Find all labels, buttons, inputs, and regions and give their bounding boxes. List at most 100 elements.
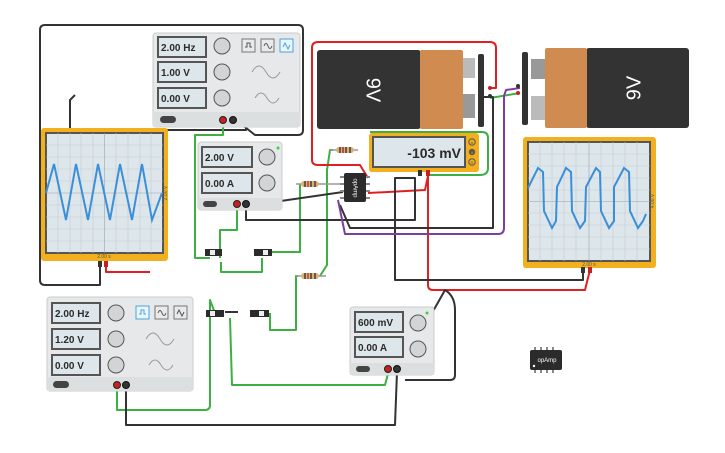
wire-green[interactable] bbox=[220, 258, 263, 273]
wire-green[interactable] bbox=[370, 131, 489, 176]
battery-2[interactable]: 9V bbox=[516, 48, 689, 128]
multimeter[interactable]: -103 mV A V R bbox=[369, 133, 479, 176]
current-knob[interactable] bbox=[258, 174, 276, 192]
function-generator-2[interactable]: 2.00 Hz 1.20 V 0.00 V bbox=[46, 296, 194, 392]
battery-negative-terminal[interactable] bbox=[516, 84, 520, 88]
power-toggle[interactable] bbox=[160, 116, 176, 123]
mode-voltmeter[interactable] bbox=[468, 148, 476, 156]
power-supply-2[interactable]: 600 mV 0.00 A bbox=[349, 306, 435, 376]
frequency-display bbox=[51, 302, 101, 324]
power-toggle[interactable] bbox=[53, 381, 69, 388]
battery-negative-terminal[interactable] bbox=[488, 94, 492, 98]
voltage-display bbox=[354, 311, 404, 333]
wires bbox=[39, 24, 591, 426]
offset-value: 0.00 V bbox=[55, 361, 84, 372]
wire-green[interactable] bbox=[269, 275, 298, 331]
mode-ammeter[interactable] bbox=[468, 138, 476, 146]
slide-switch-1[interactable] bbox=[205, 249, 222, 256]
slide-switch-3[interactable] bbox=[206, 310, 224, 317]
wire-green[interactable] bbox=[229, 317, 390, 386]
wire-black[interactable] bbox=[39, 24, 304, 286]
resistor-1[interactable] bbox=[330, 147, 358, 153]
negative-terminal[interactable] bbox=[393, 365, 401, 373]
wire-black[interactable] bbox=[399, 289, 456, 381]
slide-switch-4[interactable] bbox=[250, 310, 269, 317]
offset-knob[interactable] bbox=[107, 356, 125, 374]
opamp-ic[interactable]: opAmp bbox=[340, 173, 370, 202]
wire-red[interactable] bbox=[311, 41, 497, 179]
positive-terminal[interactable] bbox=[113, 381, 121, 389]
amplitude-icon bbox=[145, 332, 175, 346]
wire-green[interactable] bbox=[116, 299, 216, 411]
current-display bbox=[354, 336, 404, 358]
power-supply-1[interactable]: 2.00 V 0.00 A bbox=[197, 141, 283, 211]
voltage-display bbox=[201, 146, 253, 168]
offset-knob[interactable] bbox=[213, 89, 231, 107]
wire-red[interactable] bbox=[367, 175, 591, 291]
mode-ammeter-label: A bbox=[471, 140, 474, 145]
sine-wave-icon bbox=[263, 43, 273, 49]
probe-positive[interactable] bbox=[104, 261, 108, 267]
positive-terminal[interactable] bbox=[219, 116, 227, 124]
battery-label: 9V bbox=[623, 75, 645, 100]
negative-terminal[interactable] bbox=[242, 200, 250, 208]
scope-trace bbox=[527, 166, 647, 231]
wire-purple[interactable] bbox=[337, 87, 521, 235]
oscilloscope-left[interactable]: 2.00 s 2.00 V bbox=[41, 128, 169, 267]
wire-black[interactable] bbox=[245, 177, 584, 281]
probe-negative[interactable] bbox=[418, 170, 422, 176]
amplitude-value: 1.00 V bbox=[161, 68, 190, 79]
square-wave-button[interactable] bbox=[135, 305, 150, 320]
opamp-chip-unplaced[interactable]: opAmp bbox=[530, 347, 562, 373]
wire-black[interactable] bbox=[125, 371, 398, 426]
probe-negative[interactable] bbox=[98, 261, 102, 267]
amplitude-icon bbox=[251, 65, 281, 79]
function-generator-1[interactable]: 2.00 Hz 1.00 V 0.00 V bbox=[152, 32, 301, 128]
battery-label: 9V bbox=[362, 78, 384, 103]
probe-positive[interactable] bbox=[588, 267, 592, 273]
mode-ohmmeter[interactable] bbox=[468, 158, 476, 166]
multimeter-reading: -103 mV bbox=[407, 145, 461, 161]
current-value: 0.00 A bbox=[205, 179, 234, 190]
oscilloscope-right[interactable]: 2.00 s 4.00 V bbox=[523, 137, 656, 273]
frequency-value: 2.00 Hz bbox=[161, 43, 195, 54]
negative-terminal[interactable] bbox=[122, 381, 130, 389]
square-wave-button[interactable] bbox=[241, 38, 256, 53]
wire-red[interactable] bbox=[105, 264, 150, 273]
volts-div-label: 2.00 V bbox=[163, 185, 169, 200]
frequency-value: 2.00 Hz bbox=[55, 309, 89, 320]
amplitude-display bbox=[51, 328, 101, 350]
power-toggle[interactable] bbox=[203, 201, 217, 207]
slide-switch-2[interactable] bbox=[254, 249, 272, 256]
wire-green[interactable] bbox=[319, 149, 333, 277]
current-display bbox=[201, 172, 253, 194]
battery-positive-terminal[interactable] bbox=[488, 86, 492, 90]
negative-terminal[interactable] bbox=[229, 116, 237, 124]
square-wave-icon bbox=[245, 42, 252, 48]
battery-1[interactable]: 9V bbox=[317, 50, 492, 129]
voltage-knob[interactable] bbox=[409, 314, 427, 332]
offset-display bbox=[51, 354, 101, 376]
probe-negative[interactable] bbox=[581, 267, 585, 273]
resistor-2[interactable] bbox=[296, 181, 345, 187]
volts-div-label: 4.00 V bbox=[650, 193, 656, 208]
positive-terminal[interactable] bbox=[233, 200, 241, 208]
opamp-chip-label: opAmp bbox=[537, 358, 557, 364]
current-knob[interactable] bbox=[409, 340, 427, 358]
probe-positive[interactable] bbox=[426, 170, 430, 176]
battery-positive-terminal[interactable] bbox=[516, 91, 520, 95]
voltage-knob[interactable] bbox=[258, 148, 276, 166]
wire-green[interactable] bbox=[219, 207, 238, 258]
wire-green[interactable] bbox=[194, 122, 224, 259]
battery-snap bbox=[522, 52, 528, 125]
frequency-display bbox=[157, 36, 207, 58]
positive-terminal[interactable] bbox=[384, 365, 392, 373]
amplitude-knob[interactable] bbox=[213, 63, 231, 81]
resistor-3[interactable] bbox=[296, 273, 326, 279]
amplitude-knob[interactable] bbox=[107, 330, 125, 348]
frequency-knob[interactable] bbox=[213, 37, 231, 55]
frequency-knob[interactable] bbox=[107, 304, 125, 322]
amplitude-display bbox=[157, 61, 207, 83]
power-toggle[interactable] bbox=[356, 366, 370, 372]
